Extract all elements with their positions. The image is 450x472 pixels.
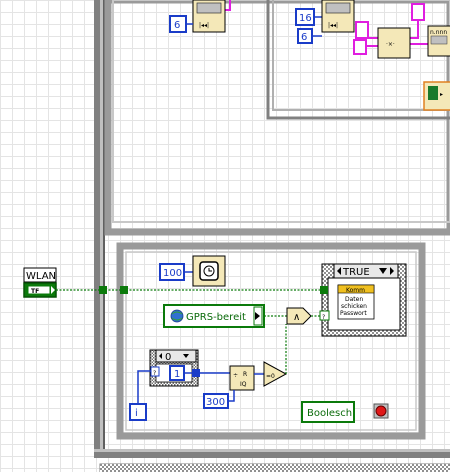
top-subvi-3[interactable]: ·×· xyxy=(377,27,411,59)
pink-terminal-2[interactable] xyxy=(353,39,367,55)
top-subvi-1[interactable]: |◂◂| xyxy=(192,0,226,33)
svg-text:Passwort: Passwort xyxy=(340,310,367,317)
svg-text:Komm: Komm xyxy=(346,287,365,294)
svg-text:GPRS-bereit: GPRS-bereit xyxy=(186,312,246,323)
wait-ms-function[interactable] xyxy=(192,255,226,287)
top-subvi-4[interactable]: n.nnn xyxy=(427,25,450,57)
svg-text:16: 16 xyxy=(299,13,312,24)
svg-text:IQ: IQ xyxy=(240,381,247,388)
inner-case-selector[interactable]: 0 xyxy=(155,349,197,363)
wlan-tunnel-inner[interactable] xyxy=(120,286,128,294)
wlan-control[interactable]: WLAN TF xyxy=(23,267,57,298)
top-subvi-5[interactable]: ▸ xyxy=(423,81,450,111)
svg-text:|◂◂|: |◂◂| xyxy=(328,22,338,29)
svg-text:300: 300 xyxy=(206,397,225,408)
svg-text:1: 1 xyxy=(174,369,180,380)
svg-text:0: 0 xyxy=(165,352,171,363)
svg-text:schicken: schicken xyxy=(341,303,367,310)
inner-case-input-terminal[interactable]: ? xyxy=(150,366,160,377)
svg-text:100: 100 xyxy=(163,268,182,279)
inner-case-output-tunnel[interactable] xyxy=(192,369,200,377)
and-function[interactable]: ∧ xyxy=(286,307,312,325)
next-structure-frame[interactable] xyxy=(99,463,450,472)
const-100-wait[interactable]: 100 xyxy=(159,263,185,281)
case-selector-terminal[interactable] xyxy=(320,286,328,294)
wire-300-to-quotient xyxy=(228,390,235,402)
svg-text:·×·: ·×· xyxy=(386,41,395,48)
case-inner-subvi[interactable]: Komm Daten schicken Passwort xyxy=(337,284,375,320)
svg-text:?: ? xyxy=(322,314,325,321)
const-6-top-left[interactable]: 6 xyxy=(169,15,187,33)
svg-text:▸: ▸ xyxy=(440,91,443,98)
quotient-remainder-function[interactable]: ÷ R IQ xyxy=(229,365,255,391)
gprs-bereit-global[interactable]: GPRS-bereit xyxy=(163,304,265,328)
svg-text:TRUE: TRUE xyxy=(342,267,370,278)
loop-condition-terminal[interactable] xyxy=(373,403,389,419)
wire-top-consts xyxy=(312,16,322,37)
svg-text:R: R xyxy=(243,371,247,378)
loop-iteration-terminal[interactable]: i xyxy=(129,403,147,421)
wlan-tunnel-outer[interactable] xyxy=(99,286,107,294)
const-1[interactable]: 1 xyxy=(169,365,185,381)
const-16-top[interactable]: 16 xyxy=(295,8,315,26)
upper-inner-structure-frame[interactable] xyxy=(266,0,450,120)
wire-iteration-to-case xyxy=(137,370,151,404)
pink-terminal-3[interactable] xyxy=(411,3,425,21)
svg-text:6: 6 xyxy=(174,20,180,31)
case-selector[interactable]: TRUE xyxy=(333,263,399,279)
svg-text:WLAN: WLAN xyxy=(26,271,56,282)
svg-text:Daten: Daten xyxy=(345,296,363,303)
svg-text:n.nnn: n.nnn xyxy=(430,29,447,36)
svg-text:∧: ∧ xyxy=(293,312,300,323)
svg-text:?: ? xyxy=(153,370,156,377)
equal-zero-function[interactable]: =0 xyxy=(263,361,288,387)
const-6-top-mid[interactable]: 6 xyxy=(297,28,313,44)
svg-text:6: 6 xyxy=(301,32,307,43)
pink-terminal-1[interactable] xyxy=(355,21,369,39)
svg-text:÷: ÷ xyxy=(233,372,238,379)
top-subvi-2[interactable]: |◂◂| xyxy=(321,0,355,33)
const-300[interactable]: 300 xyxy=(203,393,229,409)
svg-text:i: i xyxy=(135,408,138,419)
svg-text:Boolesch: Boolesch xyxy=(307,408,352,419)
upper-loop-frame[interactable] xyxy=(104,0,450,236)
boolesch-indicator[interactable]: Boolesch xyxy=(301,401,355,423)
case-input-terminal[interactable]: ? xyxy=(319,310,330,321)
svg-text:TF: TF xyxy=(31,288,39,295)
svg-text:|◂◂|: |◂◂| xyxy=(199,22,209,29)
outer-structure-frame[interactable] xyxy=(94,0,450,458)
lower-loop-frame[interactable] xyxy=(116,242,426,440)
svg-text:=0: =0 xyxy=(266,373,275,380)
